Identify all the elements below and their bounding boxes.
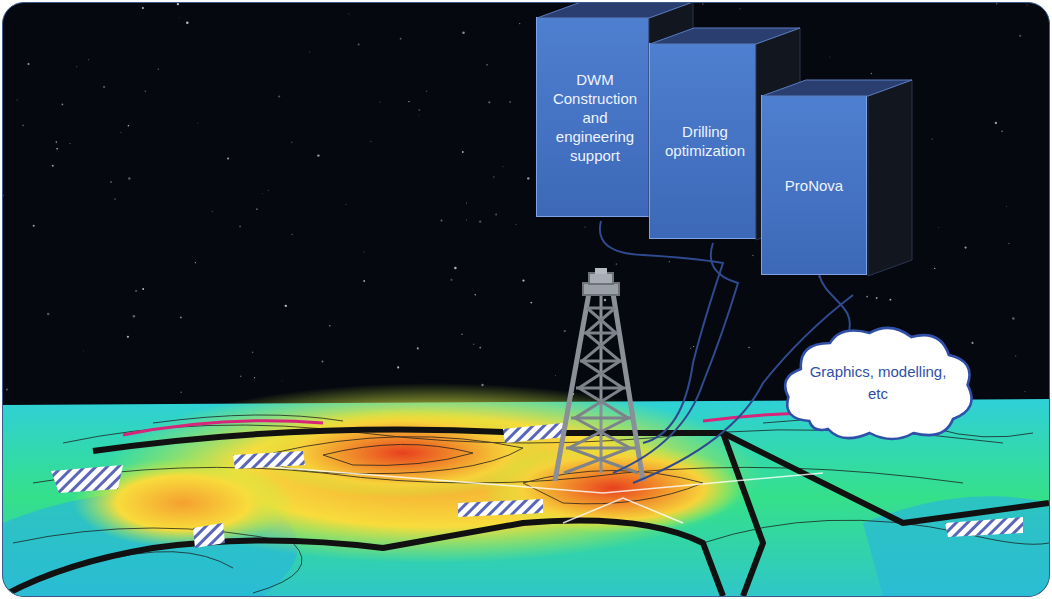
cloud-shape: Graphics, modelling, etc xyxy=(778,321,978,445)
box-label: Drilling optimization xyxy=(650,118,760,164)
service-box: DWM Construction and engineering support xyxy=(536,17,654,217)
service-box: ProNova xyxy=(761,95,867,275)
box-label: ProNova xyxy=(779,172,849,199)
box-label: DWM Construction and engineering support xyxy=(537,66,653,169)
cable-connector xyxy=(819,275,850,335)
cloud-outline xyxy=(778,321,978,445)
cloud-label: Graphics, modelling, etc xyxy=(778,361,978,405)
service-box: Drilling optimization xyxy=(649,43,761,239)
